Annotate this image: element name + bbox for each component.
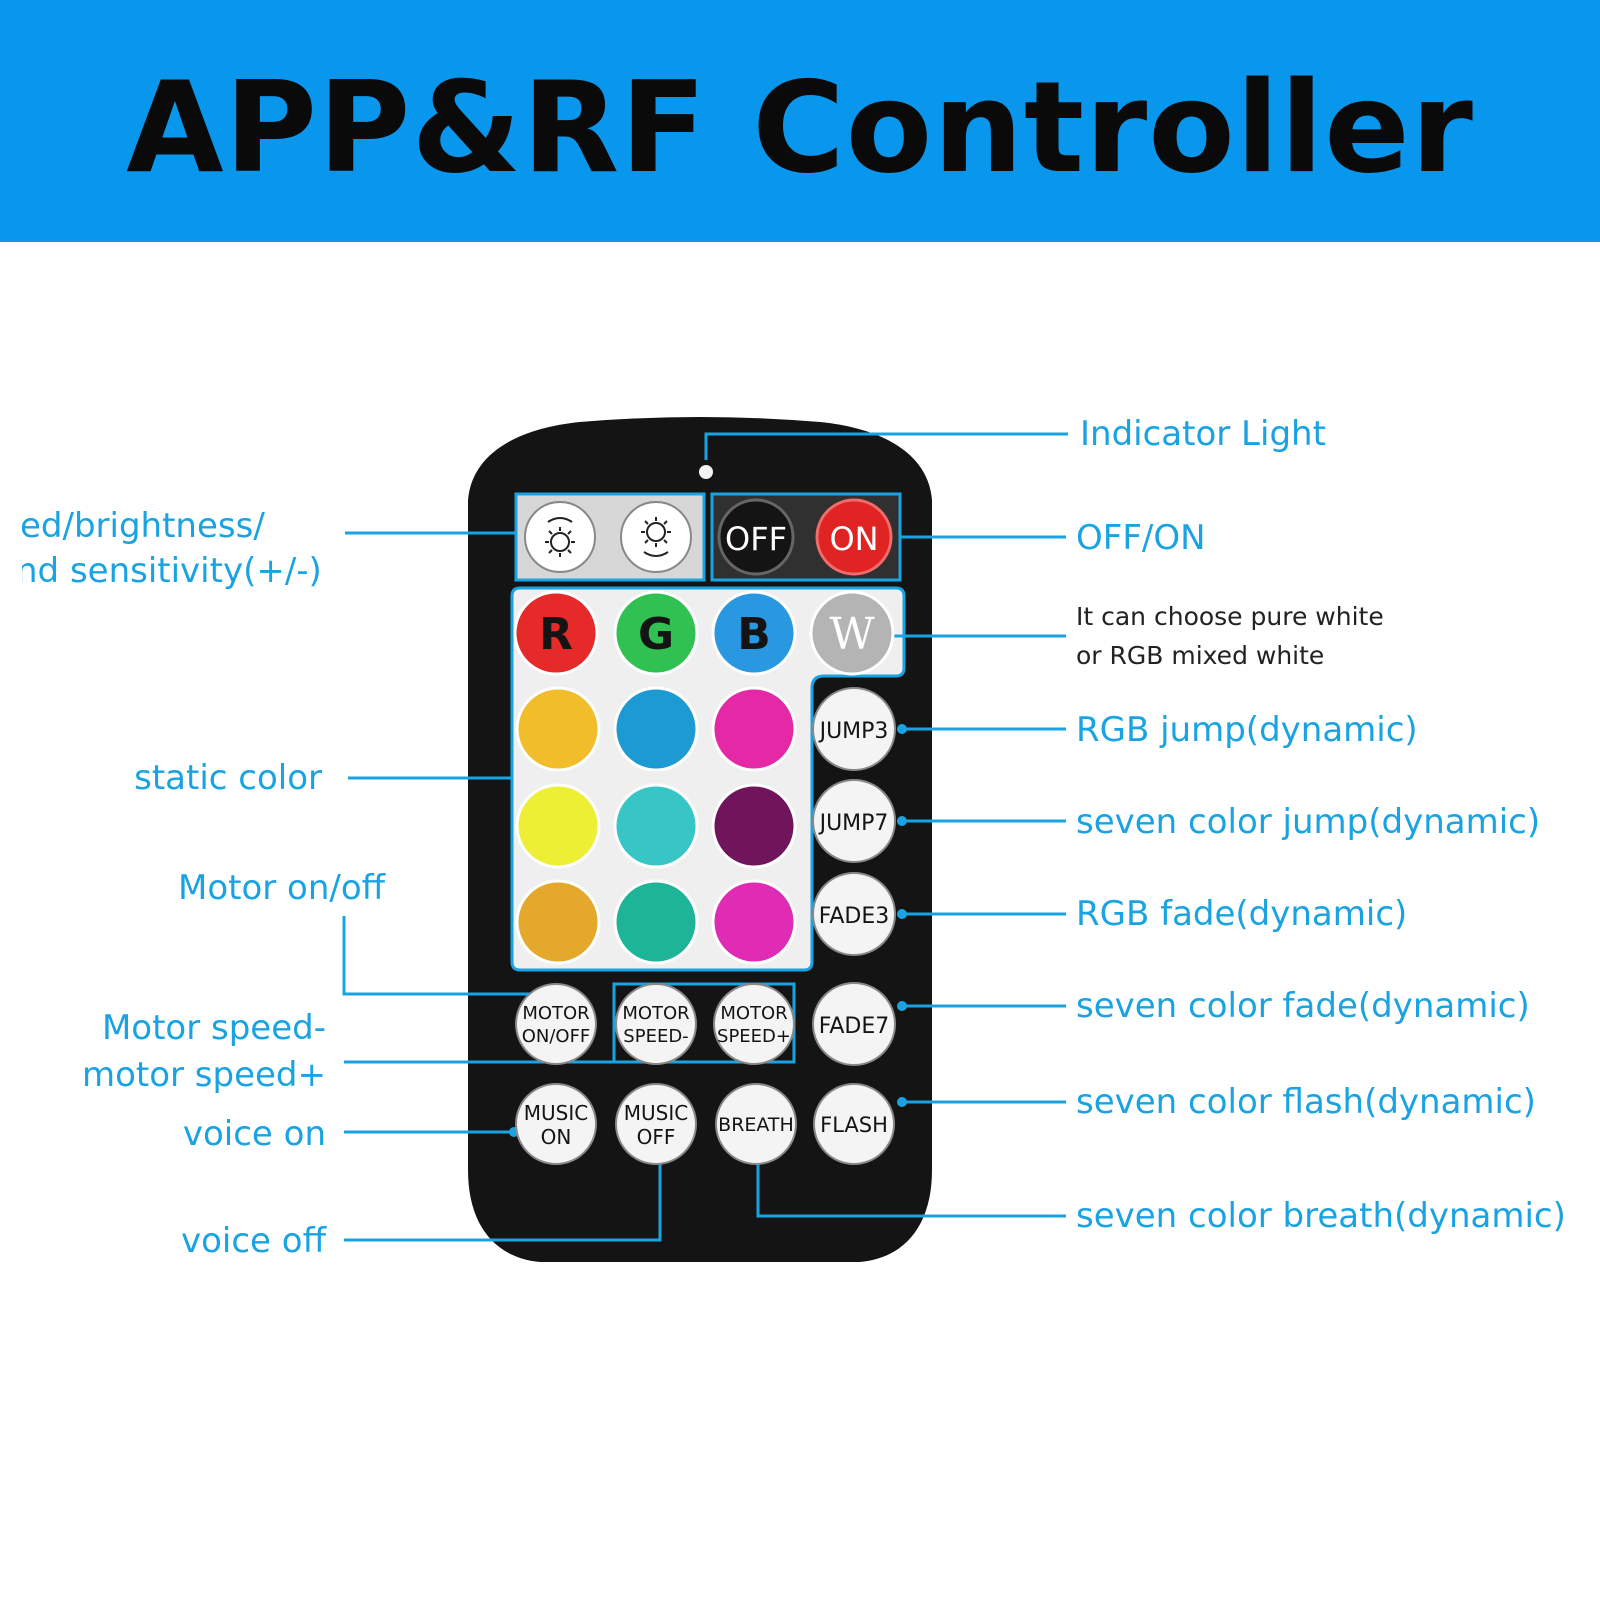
svg-text:B: B <box>737 609 771 660</box>
label-voice-off: voice off <box>180 1221 326 1261</box>
motor-onoff-button: MOTOR ON/OFF <box>515 983 597 1065</box>
svg-text:MOTOR: MOTOR <box>522 1003 589 1024</box>
label-white-note-1: It can choose pure white <box>1076 602 1384 631</box>
svg-text:G: G <box>638 609 674 660</box>
brightness-down-button <box>620 501 692 573</box>
label-indicator-light: Indicator Light <box>1080 414 1326 454</box>
svg-text:FADE3: FADE3 <box>819 904 890 929</box>
label-seven-jump: seven color jump(dynamic) <box>1076 802 1541 842</box>
svg-text:R: R <box>539 609 573 660</box>
label-edge-crop <box>0 500 22 600</box>
sun-down-icon <box>641 517 671 557</box>
leader-indicator <box>704 432 1068 460</box>
title-banner: APP&RF Controller <box>0 0 1600 242</box>
jump3-button: JUMP3 <box>812 687 896 771</box>
svg-text:JUMP7: JUMP7 <box>818 811 889 836</box>
svg-text:MOTOR: MOTOR <box>720 1003 787 1024</box>
label-off-on: OFF/ON <box>1076 518 1206 558</box>
color-swatch <box>711 879 797 965</box>
page-title: APP&RF Controller <box>126 54 1474 201</box>
on-button: ON <box>815 498 893 576</box>
brightness-up-button <box>524 501 596 573</box>
svg-text:MUSIC: MUSIC <box>524 1101 588 1125</box>
label-seven-fade: seven color fade(dynamic) <box>1076 986 1530 1026</box>
static-color-grid <box>515 686 797 965</box>
label-motor-speed-minus: Motor speed- <box>101 1008 326 1048</box>
color-swatch <box>613 879 699 965</box>
svg-text:MOTOR: MOTOR <box>622 1003 689 1024</box>
label-voice-on: voice on <box>182 1114 326 1154</box>
color-swatch <box>711 686 797 772</box>
color-swatch <box>515 879 601 965</box>
fade3-button: FADE3 <box>812 872 896 956</box>
jump7-button: JUMP7 <box>812 779 896 863</box>
svg-text:JUMP3: JUMP3 <box>818 719 889 744</box>
label-white-note-2: or RGB mixed white <box>1076 641 1325 670</box>
label-seven-breath: seven color breath(dynamic) <box>1076 1196 1566 1236</box>
svg-text:ON: ON <box>541 1125 572 1149</box>
svg-text:FLASH: FLASH <box>820 1113 888 1137</box>
label-sound-sensitivity: nd sensitivity(+/-) <box>16 551 322 591</box>
breath-button: BREATH <box>715 1083 797 1165</box>
color-swatch <box>613 783 699 869</box>
green-button: G <box>613 590 699 676</box>
svg-text:SPEED+: SPEED+ <box>717 1026 791 1047</box>
color-swatch <box>515 783 601 869</box>
off-button: OFF <box>717 498 795 576</box>
red-button: R <box>513 590 599 676</box>
label-speed-brightness: ed/brightness/ <box>20 506 265 546</box>
music-on-button: MUSIC ON <box>515 1083 597 1165</box>
music-off-button: MUSIC OFF <box>615 1083 697 1165</box>
motor-speed-down-button: MOTOR SPEED- <box>615 983 697 1065</box>
fade7-button: FADE7 <box>812 982 896 1066</box>
color-swatch <box>515 686 601 772</box>
color-panel <box>510 586 906 972</box>
leader-voice-off <box>344 1160 662 1242</box>
svg-text:ON/OFF: ON/OFF <box>522 1026 591 1047</box>
flash-button: FLASH <box>813 1083 895 1165</box>
label-motor-speed-plus: motor speed+ <box>81 1055 326 1095</box>
white-button: W <box>809 590 895 676</box>
label-static-color: static color <box>134 758 322 798</box>
svg-text:FADE7: FADE7 <box>819 1014 890 1039</box>
leader-motor-onoff <box>342 916 556 996</box>
svg-text:SPEED-: SPEED- <box>623 1026 688 1047</box>
color-swatch <box>711 783 797 869</box>
sun-up-icon <box>545 517 575 557</box>
indicator-light <box>699 465 713 479</box>
label-seven-flash: seven color flash(dynamic) <box>1076 1082 1536 1122</box>
blue-button: B <box>711 590 797 676</box>
off-button-label: OFF <box>725 520 787 558</box>
label-motor-onoff: Motor on/off <box>178 868 386 908</box>
svg-text:MUSIC: MUSIC <box>624 1101 688 1125</box>
svg-text:BREATH: BREATH <box>718 1114 794 1136</box>
svg-text:OFF: OFF <box>637 1125 676 1149</box>
svg-text:W: W <box>829 609 875 660</box>
motor-speed-up-button: MOTOR SPEED+ <box>713 983 795 1065</box>
color-swatch <box>613 686 699 772</box>
on-button-label: ON <box>829 520 878 558</box>
label-rgb-fade: RGB fade(dynamic) <box>1076 894 1408 934</box>
label-rgb-jump: RGB jump(dynamic) <box>1076 710 1418 750</box>
